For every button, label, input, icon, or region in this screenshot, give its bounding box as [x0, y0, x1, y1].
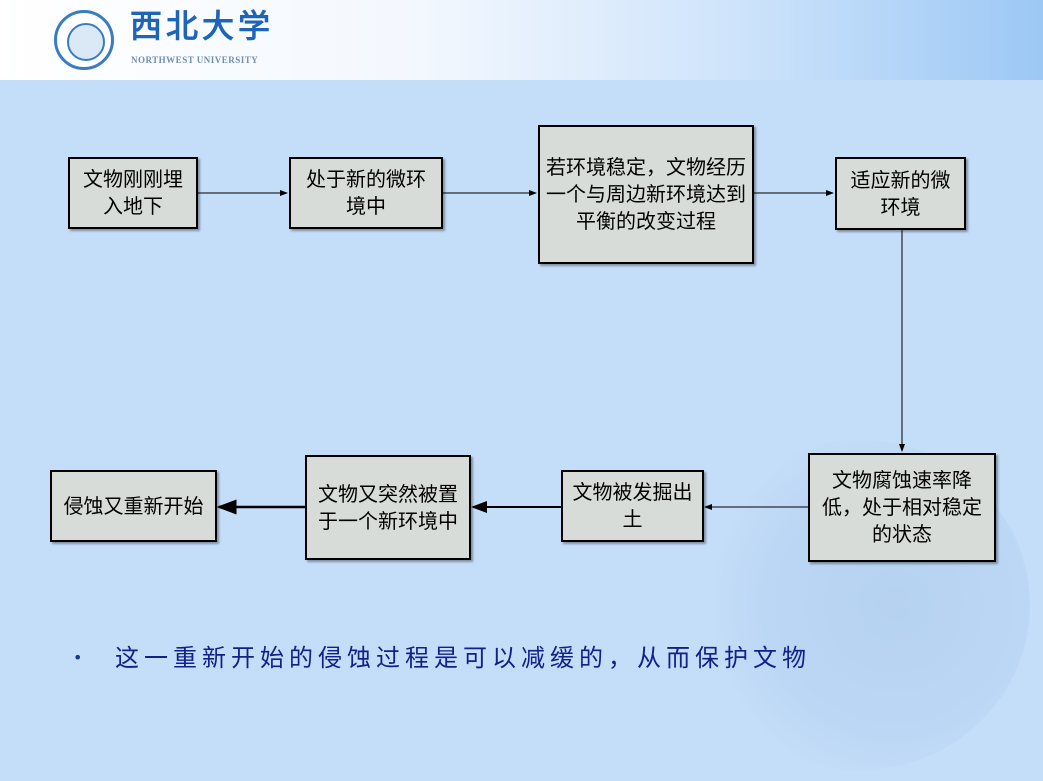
- flow-box-3: 若环境稳定，文物经历一个与周边新环境达到平衡的改变过程: [538, 125, 754, 264]
- flow-box-1: 文物刚刚埋入地下: [68, 157, 198, 229]
- flow-box-4: 适应新的微环境: [835, 157, 966, 230]
- flow-box-6: 文物被发掘出土: [561, 470, 704, 542]
- bullet-icon: •: [73, 648, 83, 667]
- logo-chinese: 西北大学: [130, 7, 275, 45]
- flow-box-8: 侵蚀又重新开始: [50, 470, 217, 542]
- flow-box-7: 文物又突然被置于一个新环境中: [305, 455, 471, 560]
- header-banner: 西北大学 NORTHWEST UNIVERSITY: [0, 0, 1043, 80]
- flow-box-2: 处于新的微环境中: [289, 157, 443, 229]
- logo-english: NORTHWEST UNIVERSITY: [131, 55, 259, 65]
- flow-box-5: 文物腐蚀速率降低，处于相对稳定的状态: [808, 453, 996, 562]
- university-seal-logo: [54, 10, 114, 70]
- conclusion-text: 这一重新开始的侵蚀过程是可以减缓的，从而保护文物: [115, 644, 811, 672]
